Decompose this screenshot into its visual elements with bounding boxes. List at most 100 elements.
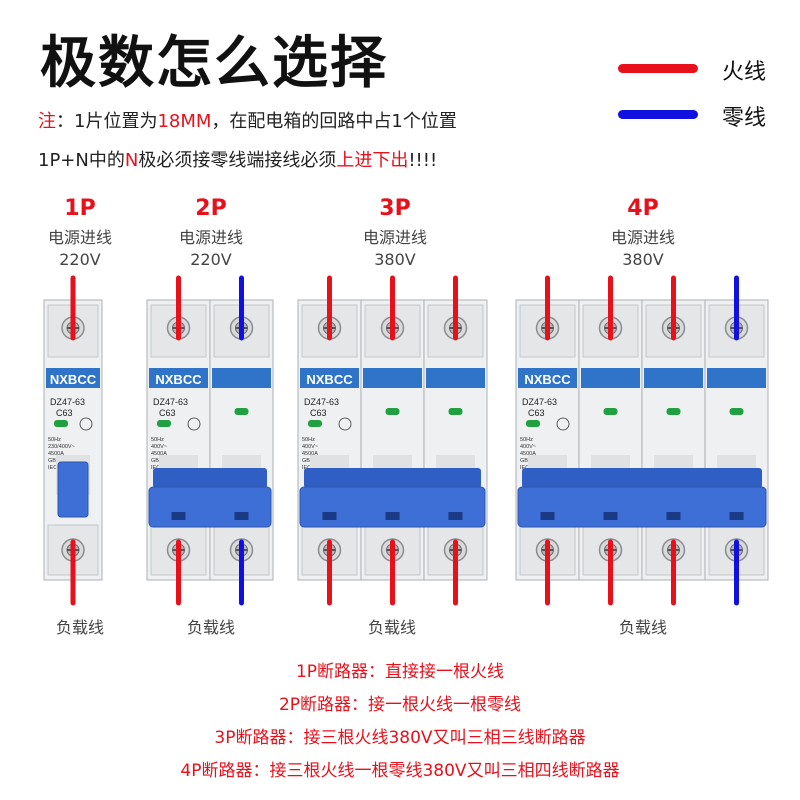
breaker-3p-handle-top <box>304 468 481 488</box>
breaker-4p-module-1-brand: NXBCC <box>524 372 571 387</box>
breaker-2p-module-1-indicator <box>157 420 171 427</box>
breaker-3p-handle-slot-2 <box>385 512 400 520</box>
breaker-4p-module-2-indicator <box>603 408 618 415</box>
breaker-2p-handle-top <box>153 468 267 488</box>
live-wire-legend-label: 火线 <box>722 60 767 85</box>
neutral-wire-legend-line <box>618 110 698 119</box>
breaker-2p-module-1-spec-0: 50Hz <box>151 437 164 443</box>
breaker-3p-module-2-indicator <box>385 408 400 415</box>
breaker-3p-module-3-indicator <box>448 408 463 415</box>
pole-1p-source-label: 电源进线 <box>47 228 112 247</box>
breaker-1p-module-1-model: DZ47-63 <box>50 397 85 407</box>
breaker-4p-handle-slot-2 <box>603 512 618 520</box>
breaker-3p-module-1-ccc-mark <box>338 417 352 431</box>
breaker-2p-module-1-brand: NXBCC <box>155 372 202 387</box>
note2-suffix: !!!! <box>408 150 438 171</box>
breaker-2p-module-2-indicator <box>234 408 249 415</box>
page-title: 极数怎么选择 <box>40 31 388 96</box>
breaker-4p-module-1-spec-1: 400V~ <box>520 444 536 450</box>
pole-2p-source: 电源进线 220V <box>161 227 261 271</box>
pole-2p-load-label: 负载线 <box>186 618 235 637</box>
pole-2p-source-label: 电源进线 <box>178 228 243 247</box>
breaker-3p-module-1-spec-0: 50Hz <box>302 437 315 443</box>
breaker-3p-handle-slot-3 <box>448 512 463 520</box>
breaker-4p-module-1-indicator <box>526 420 540 427</box>
breaker-1p-module-1-spec-2: 4500A <box>48 451 64 457</box>
breaker-3p-module-1-model: DZ47-63 <box>304 397 339 407</box>
pole-1p-title: 1P <box>64 196 96 221</box>
breaker-3p-handle-bar <box>299 486 486 528</box>
pole-2p-title: 2P <box>195 196 227 221</box>
breaker-2p-module-1-model: DZ47-63 <box>153 397 188 407</box>
breaker-3p-module-1-spec-2: 4500A <box>302 451 318 457</box>
note-text-b: ，在配电箱的回路中占1个位置 <box>211 111 457 132</box>
note2-emphasis: 上进下出 <box>336 150 409 171</box>
pole-3p-source: 电源进线 380V <box>345 227 445 271</box>
breaker-2p-module-2-label-strip <box>212 368 271 388</box>
breaker-1p-module-1-indicator <box>54 420 68 427</box>
breaker-4p-module-1-model: DZ47-63 <box>522 397 557 407</box>
pole-3p-source-label: 电源进线 <box>362 228 427 247</box>
breaker-3p-module-1-indicator <box>308 420 322 427</box>
breaker-4p-module-3-indicator <box>666 408 681 415</box>
neutral-wire-legend-label: 零线 <box>722 106 767 131</box>
breaker-4p-module-1-rating: C63 <box>528 408 545 418</box>
breaker-4p-module-1-label-strip <box>518 368 577 388</box>
pole-1p-source: 电源进线 220V <box>30 227 130 271</box>
breaker-2p-module-1-ccc-mark <box>187 417 201 431</box>
breaker-2p-module-1-spec-1: 400V~ <box>151 444 167 450</box>
pole-1p-load-label: 负载线 <box>55 618 104 637</box>
pole-3p-load-label: 负载线 <box>367 618 416 637</box>
pole-4p-source-label: 电源进线 <box>610 228 675 247</box>
breaker-4p-handle-top <box>522 468 762 488</box>
breaker-3p-module-1-spec-1: 400V~ <box>302 444 318 450</box>
note2-n-pole: N <box>124 150 139 171</box>
breaker-2p-handle-slot-2 <box>234 512 249 520</box>
breaker-2p-module-1-spec-2: 4500A <box>151 451 167 457</box>
breaker-2p-handle-bar <box>148 486 272 528</box>
pole-4p-title: 4P <box>627 196 659 221</box>
breaker-1p-module-1-ccc-mark <box>79 417 93 431</box>
breaker-4p-handle-bar <box>517 486 767 528</box>
breaker-4p-module-4-indicator <box>729 408 744 415</box>
breaker-4p-module-1-spec-0: 50Hz <box>520 437 533 443</box>
note-line-1: 注：1片位置为18MM，在配电箱的回路中占1个位置 <box>38 107 457 133</box>
note2-prefix: 1P+N中的 <box>38 150 125 171</box>
breaker-4p-handle-slot-3 <box>666 512 681 520</box>
breaker-2p-module-1-label-strip <box>149 368 208 388</box>
note-width-value: 18MM <box>157 111 212 132</box>
note2-middle: 极必须接零线端接线必须 <box>138 150 337 171</box>
note-text-a: ：1片位置为 <box>56 111 158 132</box>
breaker-2p-handle-slot-1 <box>171 512 186 520</box>
breaker-4p-handle-slot-4 <box>729 512 744 520</box>
live-wire-legend-line <box>618 64 698 73</box>
pole-4p-voltage: 380V <box>622 250 664 269</box>
pole-4p-load-label: 负载线 <box>618 618 667 637</box>
breaker-4p-module-3-label-strip <box>644 368 703 388</box>
breaker-3p-handle-slot-1 <box>322 512 337 520</box>
breaker-4p-handle-slot-1 <box>540 512 555 520</box>
breaker-3p-module-1-rating: C63 <box>310 408 327 418</box>
breaker-1p-module-1-label-strip <box>46 368 100 388</box>
pole-2p-voltage: 220V <box>190 250 232 269</box>
breaker-3p-module-2-label-strip <box>363 368 422 388</box>
breaker-3p-module-3-label-strip <box>426 368 485 388</box>
breaker-4p-module-4-label-strip <box>707 368 766 388</box>
footer-4p: 4P断路器：接三根火线一根零线380V又叫三相四线断路器 <box>180 761 620 781</box>
breaker-1p-module-1-rating: C63 <box>56 408 73 418</box>
breaker-2p-module-1-rating: C63 <box>159 408 176 418</box>
breaker-3p-module-1-brand: NXBCC <box>306 372 353 387</box>
footer-3p: 3P断路器：接三根火线380V又叫三相三线断路器 <box>214 728 586 748</box>
pole-1p-voltage: 220V <box>59 250 101 269</box>
breaker-1p-module-1-spec-0: 50Hz <box>48 437 61 443</box>
breaker-4p-module-1-spec-2: 4500A <box>520 451 536 457</box>
pole-3p-title: 3P <box>379 196 411 221</box>
note-line-2: 1P+N中的N极必须接零线端接线必须上进下出!!!! <box>38 146 437 172</box>
pole-4p-source: 电源进线 380V <box>593 227 693 271</box>
breaker-1p-module-1-brand: NXBCC <box>50 372 97 387</box>
pole-3p-voltage: 380V <box>374 250 416 269</box>
breaker-3p-module-1-label-strip <box>300 368 359 388</box>
breaker-1p-handle <box>57 461 89 518</box>
footer-1p: 1P断路器：直接接一根火线 <box>295 662 505 682</box>
